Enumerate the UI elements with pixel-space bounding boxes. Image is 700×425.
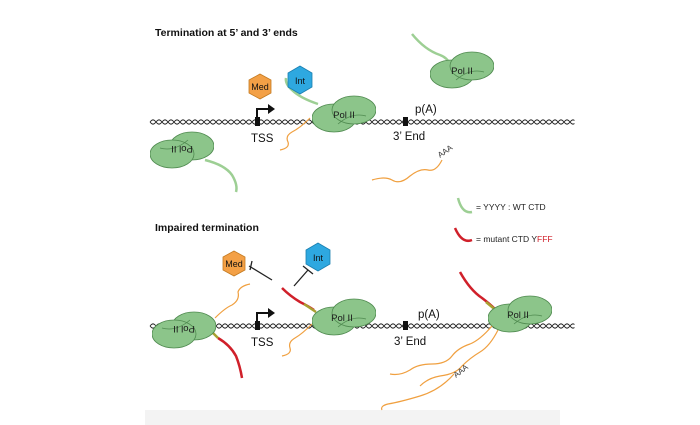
inhibition-cap-med — [249, 260, 253, 271]
footer-band — [145, 410, 560, 425]
mediator-label: Med — [225, 259, 243, 269]
pol-ii-label: Pol II — [171, 143, 193, 154]
pol-ii-label: Pol II — [451, 66, 473, 77]
pol-ii-readthrough: Pol II — [488, 295, 552, 333]
integrator-label: Int — [313, 253, 324, 263]
polya-site: p(A) 3’ End — [393, 104, 437, 143]
panel-top: Termination at 5’ and 3’ ends Pol II Pol… — [149, 27, 575, 193]
panel-bottom: Impaired termination Med Int Pol II — [149, 222, 575, 411]
pol-ii-transcribing: Pol II — [312, 95, 376, 133]
legend-wt-swatch — [456, 197, 473, 214]
wt-ctd-tail — [411, 33, 452, 66]
pol-ii-label: Pol II — [173, 323, 195, 334]
pol-ii-label: Pol II — [333, 110, 355, 121]
readthrough-rna — [419, 329, 499, 387]
legend-mutant-prefix: = mutant CTD Y — [476, 234, 537, 244]
mrna-released — [371, 159, 443, 183]
mediator-label: Med — [251, 82, 269, 92]
inhibition-bar-med — [248, 265, 273, 281]
mutant-ctd-base — [303, 302, 317, 314]
mediator-complex: Med — [222, 250, 246, 277]
nascent-rna — [214, 283, 251, 319]
nascent-rna — [279, 117, 311, 151]
pol-ii-released: Pol II — [150, 131, 214, 169]
polya-tail-label: AAA — [452, 362, 471, 379]
legend-wt-label: = YYYY : WT CTD — [476, 202, 546, 212]
legend-mutant-label: = mutant CTD YFFF — [476, 234, 553, 244]
polya-site: p(A) 3’ End — [394, 309, 440, 348]
wt-ctd-tail — [284, 77, 319, 106]
tss-label: TSS — [251, 337, 274, 349]
inhibition-bar-int — [293, 269, 309, 287]
legend-mutant-swatch — [453, 227, 473, 242]
mediator-complex: Med — [248, 73, 272, 100]
wt-ctd-tail — [204, 158, 238, 193]
three-prime-end-label: 3’ End — [393, 131, 425, 143]
polya-tail-label: AAA — [436, 143, 455, 160]
inhibition-cap-int — [302, 265, 314, 275]
pol-ii-stalled-left: Pol II — [152, 311, 216, 349]
tss-marker: TSS — [251, 104, 275, 145]
pol-ii-free: Pol II — [430, 51, 494, 89]
panel-title-top: Termination at 5’ and 3’ ends — [155, 27, 298, 39]
legend-mutant-highlight: FFF — [537, 234, 553, 244]
nascent-rna — [281, 323, 313, 357]
polya-label: p(A) — [415, 104, 437, 116]
pol-ii-label: Pol II — [507, 310, 529, 321]
readthrough-rna — [381, 373, 455, 411]
integrator-complex: Int — [287, 65, 313, 95]
legend: = YYYY : WT CTD = mutant CTD YFFF — [453, 197, 553, 244]
integrator-complex: Int — [305, 242, 331, 272]
three-prime-end-label: 3’ End — [394, 336, 426, 348]
readthrough-rna — [389, 325, 493, 376]
tss-label: TSS — [251, 133, 274, 145]
tss-marker: TSS — [251, 308, 275, 349]
integrator-label: Int — [295, 76, 306, 86]
panel-title-bottom: Impaired termination — [155, 222, 259, 234]
mutant-ctd-tail — [217, 336, 244, 379]
pol-ii-transcribing: Pol II — [312, 298, 376, 336]
polya-label: p(A) — [418, 309, 440, 321]
pol-ii-label: Pol II — [331, 313, 353, 324]
